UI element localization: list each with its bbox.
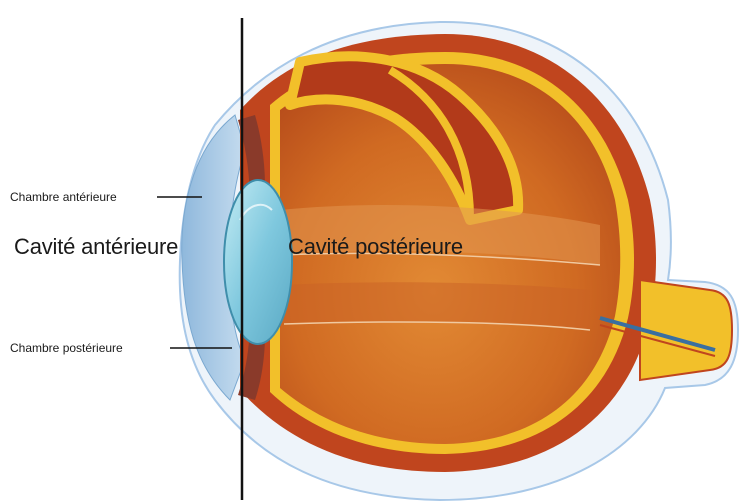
optic-nerve xyxy=(640,280,732,380)
label-chambre-posterieure: Chambre postérieure xyxy=(10,341,123,355)
label-cavite-posterieure: Cavité postérieure xyxy=(288,234,463,260)
label-cavite-anterieure: Cavité antérieure xyxy=(14,234,178,260)
label-chambre-anterieure: Chambre antérieure xyxy=(10,190,117,204)
